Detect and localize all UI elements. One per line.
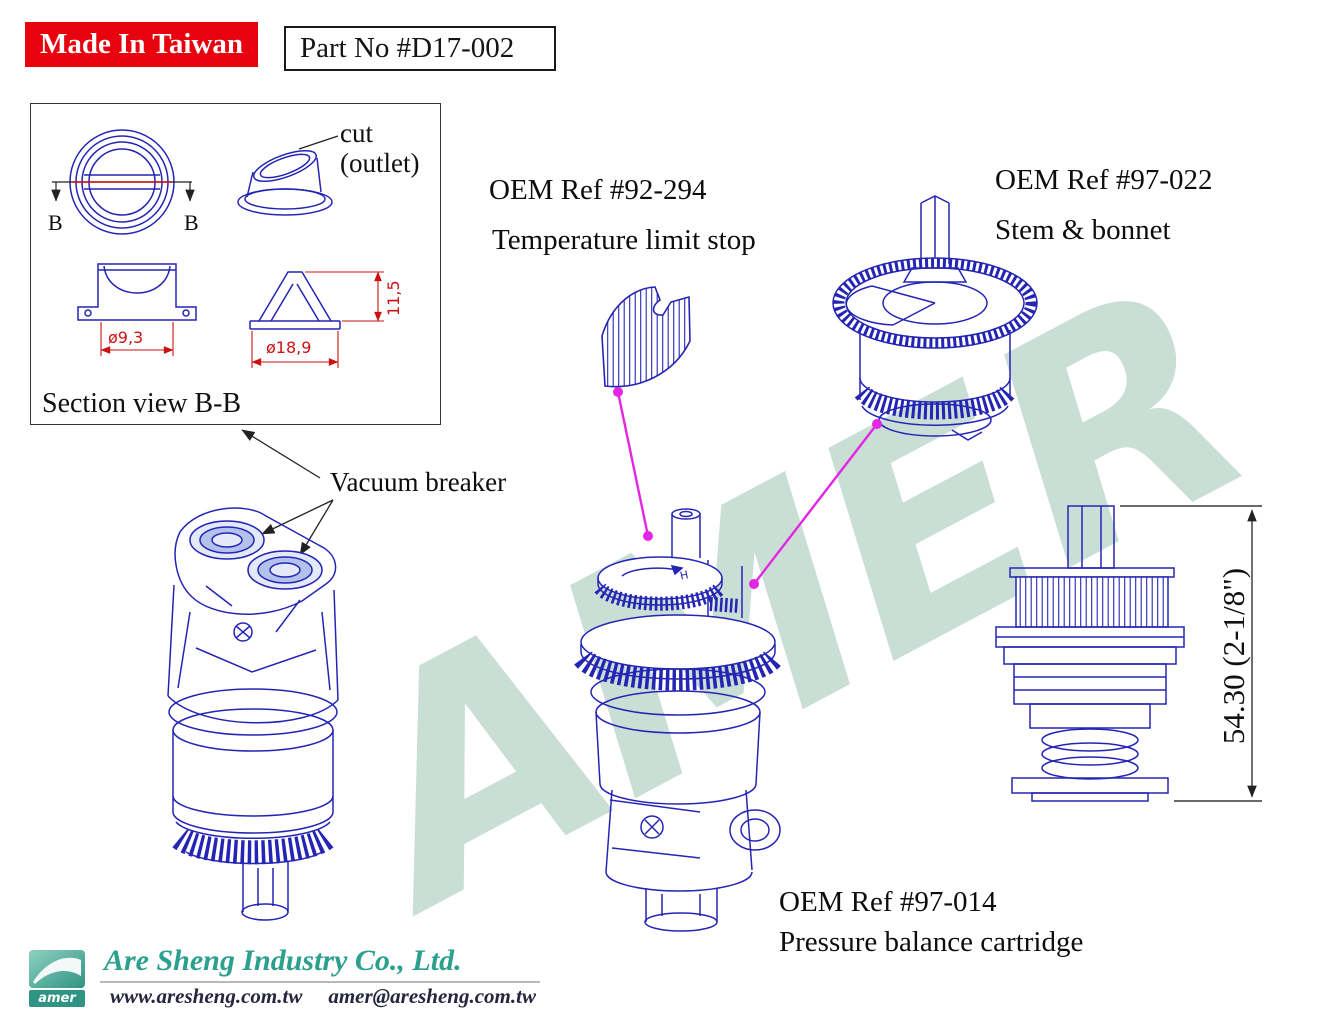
made-in-taiwan-badge: Made In Taiwan (25, 22, 258, 67)
dim-height: 11,5 (384, 280, 403, 316)
dimension-lines (100, 271, 384, 368)
section-view-box (30, 103, 441, 425)
contact-line: www.aresheng.com.tw amer@aresheng.com.tw (110, 984, 562, 1009)
oem-ref-97-014: OEM Ref #97-014 (779, 886, 997, 918)
oem-ref-97-022: OEM Ref #97-022 (995, 164, 1213, 196)
logo-wordmark: amer (29, 990, 85, 1007)
section-marker-b-right: B (184, 210, 199, 235)
cut-outlet-drawing (237, 149, 333, 216)
callout-connectors (613, 387, 882, 589)
overall-dimension-lines (1120, 505, 1262, 802)
cup-section-drawing (77, 263, 197, 321)
company-logo-icon (29, 950, 85, 988)
oem-ref-92-294: OEM Ref #92-294 (489, 174, 707, 206)
cut-outlet-label: (outlet) (340, 148, 420, 178)
section-view-title: Section view B-B (42, 388, 242, 419)
front-view-drawing (995, 505, 1185, 802)
website-text: www.aresheng.com.tw (110, 984, 303, 1008)
vacuum-breaker-cartridge-drawing (167, 507, 339, 921)
company-logo (29, 950, 85, 988)
footer-rule (100, 981, 540, 983)
dim-inner-diameter: ø9,3 (108, 328, 144, 347)
dim-outer-diameter: ø18,9 (266, 338, 312, 357)
temperature-limit-stop-label: Temperature limit stop (492, 224, 756, 256)
leader-lines (241, 135, 339, 556)
stem-bonnet-label: Stem & bonnet (995, 214, 1171, 246)
overall-height-dimension: 54.30 (2-1/8") (1216, 567, 1251, 745)
pressure-balance-cartridge-label: Pressure balance cartridge (779, 926, 1084, 958)
part-number-box: Part No #D17-002 (284, 26, 556, 71)
cut-label: cut (340, 118, 373, 148)
temperature-limit-stop-drawing (601, 286, 691, 388)
company-name: Are Sheng Industry Co., Ltd. (104, 944, 462, 977)
section-marker-b-left: B (48, 210, 63, 235)
email-text: amer@aresheng.com.tw (328, 984, 536, 1008)
vacuum-breaker-label: Vacuum breaker (330, 467, 507, 497)
cone-section-drawing (249, 271, 341, 330)
pressure-balance-cartridge-drawing (574, 508, 782, 932)
stem-bonnet-drawing (832, 195, 1038, 441)
